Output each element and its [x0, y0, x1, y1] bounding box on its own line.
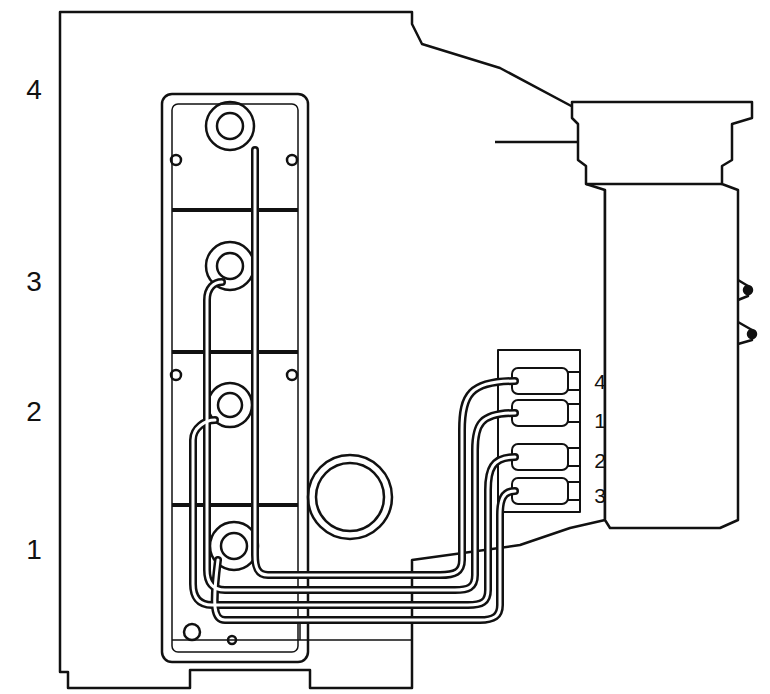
- cover-bolt: [171, 370, 181, 380]
- terminal-number: 2: [594, 450, 606, 471]
- cylinder-number: 1: [26, 536, 42, 564]
- terminal-number: 3: [594, 485, 606, 506]
- distributor-band: [586, 183, 722, 186]
- cylinder-number: 4: [26, 76, 42, 104]
- bolt: [184, 624, 200, 640]
- terminal-number: 4: [594, 371, 606, 392]
- lug-dot: [744, 286, 752, 294]
- terminal-number: 1: [594, 410, 606, 431]
- cylinder-number: 2: [26, 398, 42, 426]
- engine-block: [60, 12, 605, 688]
- distributor-body: [572, 102, 752, 528]
- terminals: [512, 368, 580, 504]
- cover-bolt: [171, 155, 181, 165]
- cover-rib: [172, 208, 298, 212]
- cover-bolt: [287, 370, 297, 380]
- lug-dot: [748, 330, 756, 338]
- cylinder-number: 3: [26, 268, 42, 296]
- oil-filler-inner: [316, 463, 384, 531]
- cover-rib: [172, 350, 298, 354]
- ignition-wires: [193, 150, 515, 620]
- oil-filler: [308, 455, 392, 539]
- spark-plugs: [206, 102, 258, 570]
- bolt: [228, 636, 236, 644]
- cover-bolt: [287, 155, 297, 165]
